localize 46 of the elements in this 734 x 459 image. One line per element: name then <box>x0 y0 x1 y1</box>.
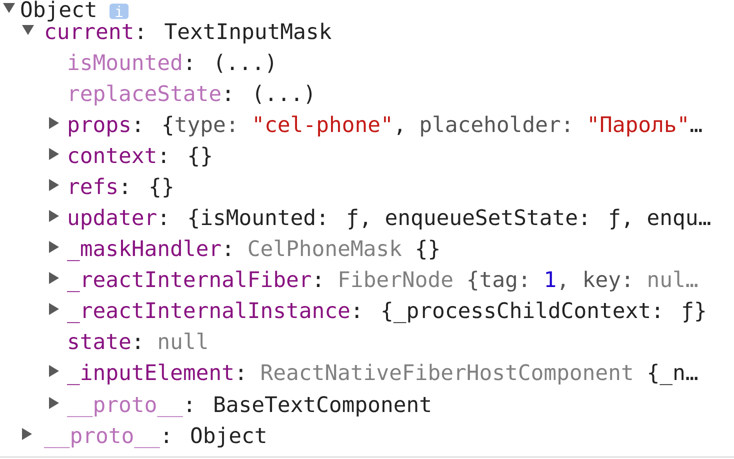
property-value: FiberNode <box>340 270 452 288</box>
property-name: _reactInternalInstance <box>67 302 350 324</box>
property-value: {tag: <box>468 270 526 292</box>
property-name: refs <box>70 178 116 194</box>
property-value: : Object <box>165 426 266 448</box>
property-name: updater <box>69 208 156 230</box>
property-value: : (...) <box>188 54 273 73</box>
property-value: : { <box>136 116 172 136</box>
property-value: … <box>690 128 702 132</box>
property-value: : {} <box>162 146 211 166</box>
property-name: state <box>69 334 130 350</box>
property-value: : {isMounted: ƒ, enqueueSetState: ƒ, enqu… <box>162 208 710 230</box>
property-name: props <box>69 120 130 136</box>
property-name: Object <box>21 0 96 22</box>
property-value: CelPhoneMask <box>248 240 402 256</box>
property-value: null <box>159 332 207 350</box>
property-name: context <box>69 148 156 164</box>
property-value: placeholder: <box>421 116 569 136</box>
property-value: : {_processChildContext: ƒ} <box>356 302 705 324</box>
property-name: isMounted <box>68 54 181 70</box>
property-value: : <box>316 276 320 287</box>
property-value: {_n… <box>649 364 698 386</box>
property-value: "cel-phone" <box>255 116 390 136</box>
property-value: , <box>398 128 402 135</box>
property-name: _reactInternalFiber <box>67 270 311 292</box>
property-name: _maskHandler <box>67 240 221 262</box>
property-value: "Пароль" <box>590 116 686 136</box>
property-value: : BaseTextComponent <box>188 396 430 416</box>
property-value: : <box>240 368 242 380</box>
property-name: replaceState <box>70 84 220 106</box>
property-value: nul… <box>648 270 698 288</box>
property-value: {} <box>417 240 438 260</box>
property-value: : {} <box>124 178 172 198</box>
property-value: : (...) <box>226 84 312 104</box>
property-value: : <box>136 338 140 349</box>
property-value: 1 <box>546 271 556 287</box>
property-name: __proto__ <box>44 428 160 448</box>
property-value: type: <box>176 116 234 136</box>
property-value: , key: <box>560 270 629 292</box>
property-value: : TextInputMask <box>139 22 332 44</box>
property-name: current <box>46 24 132 40</box>
property-value: ReactNativeFiberHostComponent <box>262 364 632 384</box>
info-badge: i <box>110 4 129 19</box>
property-name: __proto__ <box>67 396 183 418</box>
property-value: : <box>226 244 230 256</box>
property-name: _inputElement <box>67 364 232 386</box>
